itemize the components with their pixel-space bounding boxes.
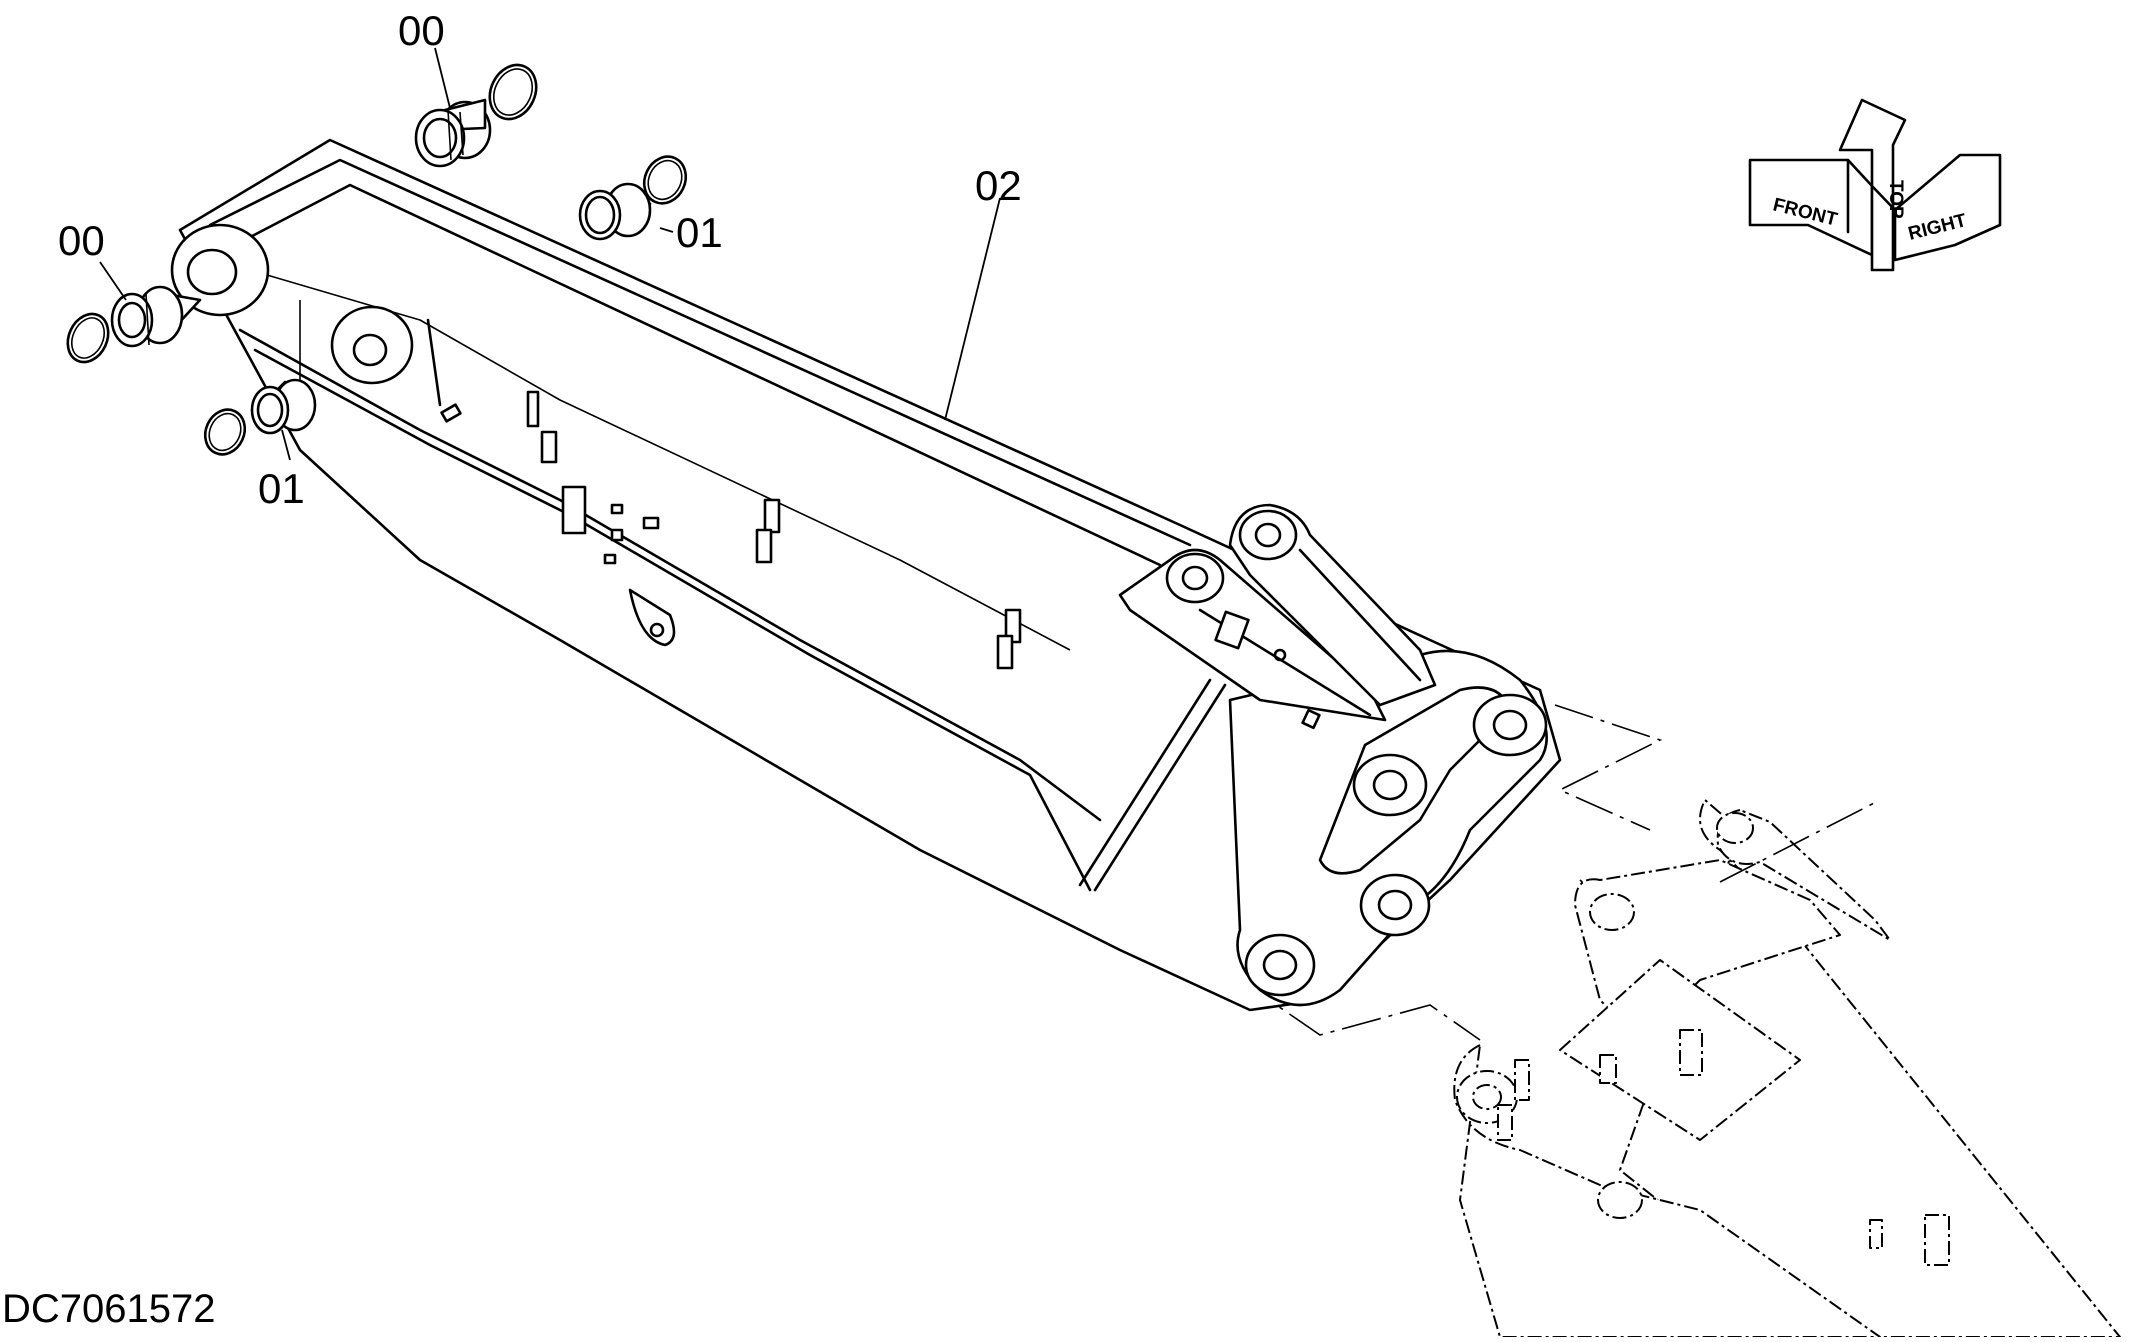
orientation-top-label: TOP [1885, 180, 1906, 219]
ring-top [488, 63, 538, 121]
ring-left-lower [203, 408, 247, 456]
ring-right [642, 155, 688, 205]
assembly-lines [1239, 704, 1663, 1041]
callout-boom: 02 [975, 162, 1022, 209]
document-id: DC7061572 [2, 1287, 216, 1331]
callout-bushing-left: 01 [258, 465, 305, 512]
pin-left [110, 285, 202, 348]
bushing-right [578, 182, 652, 241]
callout-pin-left: 00 [58, 217, 105, 264]
orientation-arrow-icon: FRONT TOP RIGHT [1748, 98, 2002, 272]
boom-assembly [170, 138, 1562, 1012]
leader-lines [99, 47, 1001, 461]
arm-phantom [1453, 799, 2121, 1338]
callout-pin-top: 00 [398, 7, 445, 54]
bushing-left [250, 378, 317, 435]
callout-bushing-right: 01 [676, 209, 723, 256]
pin-top [414, 98, 492, 168]
ring-left [66, 312, 110, 364]
